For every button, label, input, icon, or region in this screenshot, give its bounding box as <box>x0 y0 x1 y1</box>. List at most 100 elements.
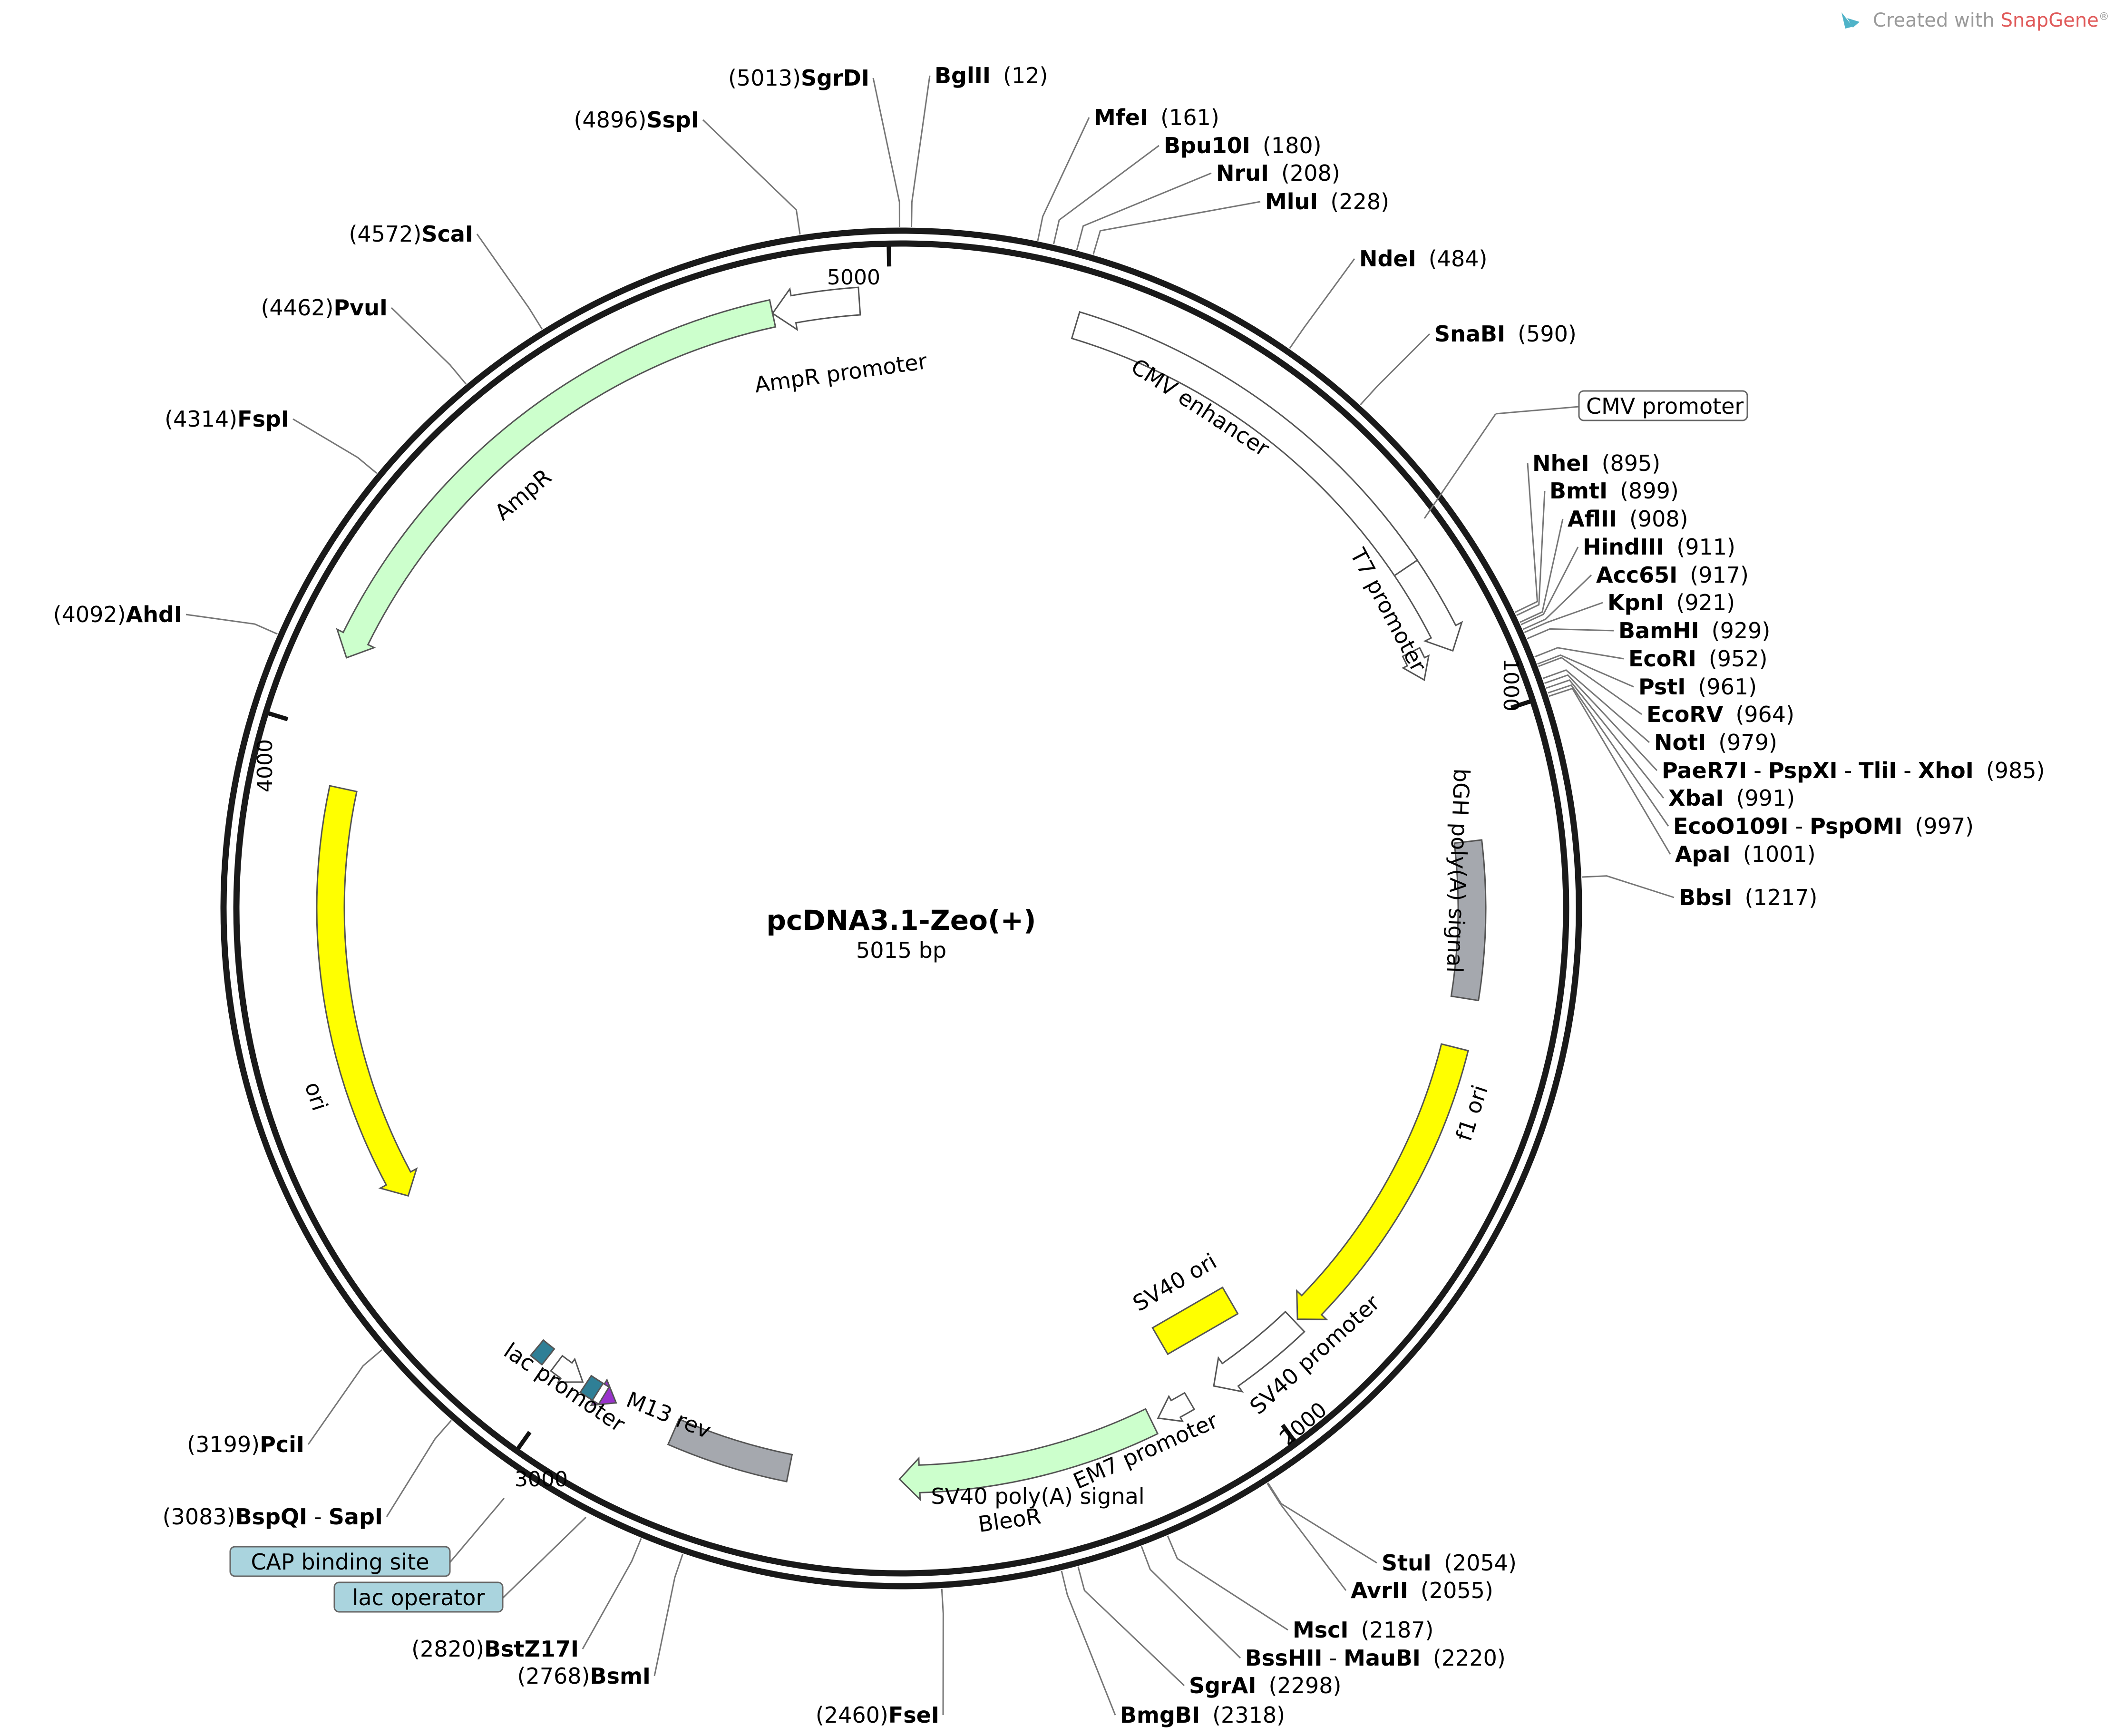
ori-shape <box>316 785 418 1197</box>
em7-promoter-shape <box>1157 1392 1196 1423</box>
site-position: (161) <box>1160 105 1219 130</box>
site-leader-ecoo109i <box>1548 684 1669 827</box>
site-separator: - <box>1754 758 1762 783</box>
site-name: KpnI <box>1607 590 1664 615</box>
site-leader-bpu10i <box>1052 145 1159 244</box>
tick-label-3000: 3000 <box>515 1467 568 1492</box>
site-name: StuI <box>1382 1550 1432 1576</box>
site-label-ecorv: EcoRV(964) <box>1646 702 1794 727</box>
site-position: (997) <box>1915 813 1974 839</box>
site-name: PciI <box>260 1432 304 1457</box>
feature-label-16: AmpR promoter <box>753 348 929 398</box>
site-name: Acc65I <box>1596 562 1677 588</box>
site-separator: - <box>1795 813 1803 839</box>
site-name: TliI <box>1859 758 1897 783</box>
site-position: (2318) <box>1212 1702 1285 1728</box>
site-label-scai: (4572)ScaI <box>349 221 473 247</box>
site-label-hindiii: HindIII (911) <box>1583 534 1735 560</box>
site-label-paer7i: PaeR7I-PspXI-TliI-XhoI(985) <box>1662 758 2045 783</box>
site-leader-paer7i <box>1544 674 1658 771</box>
m13-rev-shape <box>590 1378 617 1406</box>
site-label-ndei: NdeI(484) <box>1359 246 1487 272</box>
site-label-bspqi: (3083)BspQI-SapI <box>163 1504 383 1530</box>
site-label-bglii: BglII(12) <box>935 63 1048 88</box>
tick-mark-1000 <box>1510 699 1531 710</box>
ampr-promoter-shape <box>771 286 861 332</box>
site-name: BsmI <box>590 1663 651 1689</box>
site-position: (979) <box>1718 730 1777 755</box>
site-name: NruI <box>1216 160 1269 186</box>
site-name: PspOMI <box>1810 813 1902 839</box>
site-leader-bbsi <box>1582 875 1675 898</box>
site-position: (2820) <box>411 1636 484 1662</box>
site-name: MluI <box>1265 189 1318 215</box>
sv40-ori-shape <box>1151 1286 1239 1356</box>
site-leader-fspi <box>292 418 378 474</box>
site-name: HindIII <box>1583 534 1664 560</box>
svg-text:Created with SnapGene®: Created with SnapGene® <box>1873 10 2109 31</box>
site-name: BspQI <box>235 1504 308 1530</box>
feature-box-1 <box>1578 390 1748 421</box>
site-name: BssHII <box>1245 1645 1323 1671</box>
sv40-polya-shape <box>667 1418 793 1482</box>
site-name: FspI <box>237 406 289 432</box>
site-name: EcoRI <box>1628 646 1696 672</box>
site-name: ScaI <box>421 221 473 247</box>
snapgene-credit: Created with SnapGene® <box>1841 10 2109 31</box>
site-position: (590) <box>1518 321 1577 347</box>
site-leader-fsei <box>941 1589 944 1716</box>
site-name: PspXI <box>1768 758 1838 783</box>
backbone-outer-ring <box>220 227 1582 1590</box>
site-position: (2055) <box>1421 1578 1493 1603</box>
site-leader-aflii <box>1520 518 1564 623</box>
site-position: (911) <box>1676 534 1735 560</box>
site-label-fspi: (4314)FspI <box>165 406 289 432</box>
site-leader-acc65i <box>1522 574 1592 630</box>
site-name: PstI <box>1638 674 1685 700</box>
bleor-shape <box>898 1408 1159 1502</box>
lac-promoter-shape <box>550 1355 584 1383</box>
site-name: SnaBI <box>1434 321 1505 347</box>
site-separator: - <box>1903 758 1911 783</box>
site-name: Bpu10I <box>1164 133 1250 158</box>
site-leader-bspqi <box>386 1420 452 1517</box>
site-leader-bstz17i <box>582 1538 642 1649</box>
site-name: BglII <box>935 63 991 88</box>
site-label-acc65i: Acc65I(917) <box>1596 562 1749 588</box>
site-name: NheI <box>1532 450 1589 476</box>
site-separator: - <box>1329 1645 1337 1671</box>
cmv-promoter-leader <box>1423 413 1497 519</box>
feature-leader-11 <box>502 1516 587 1599</box>
site-position: (4572) <box>349 221 421 247</box>
site-position: (228) <box>1330 189 1389 215</box>
site-leader-ndei <box>1289 258 1355 349</box>
site-label-psti: PstI (961) <box>1638 674 1757 700</box>
site-name: PaeR7I <box>1662 758 1747 783</box>
site-leader-lines <box>185 75 1675 1716</box>
site-leader-ecori <box>1534 647 1624 660</box>
site-position: (2460) <box>816 1702 888 1728</box>
credit-brand: SnapGene <box>2001 10 2099 31</box>
site-name: AflII <box>1568 506 1617 532</box>
site-position: (991) <box>1736 785 1795 811</box>
site-name: MfeI <box>1094 105 1148 130</box>
site-separator: - <box>1844 758 1852 783</box>
site-label-bamhi: BamHI(929) <box>1618 618 1770 644</box>
site-label-sgrai: SgrAI(2298) <box>1189 1673 1341 1698</box>
site-name: BstZ17I <box>484 1636 579 1662</box>
site-label-nrui: NruI(208) <box>1216 160 1340 186</box>
feature-label-10: M13 rev <box>623 1386 715 1443</box>
feature-label-11: lac operator <box>352 1585 485 1610</box>
site-leader-msci <box>1167 1535 1288 1631</box>
tick-mark-2000 <box>1281 1424 1296 1443</box>
site-position: (961) <box>1698 674 1757 700</box>
site-leader-bmgbi <box>1061 1570 1116 1716</box>
site-position: (985) <box>1986 758 2045 783</box>
site-position: (964) <box>1735 702 1794 727</box>
site-leader-avrii <box>1266 1483 1347 1591</box>
t7-promoter-shape <box>1401 647 1430 681</box>
site-separator: - <box>314 1504 322 1530</box>
site-label-ecori: EcoRI(952) <box>1628 646 1768 672</box>
